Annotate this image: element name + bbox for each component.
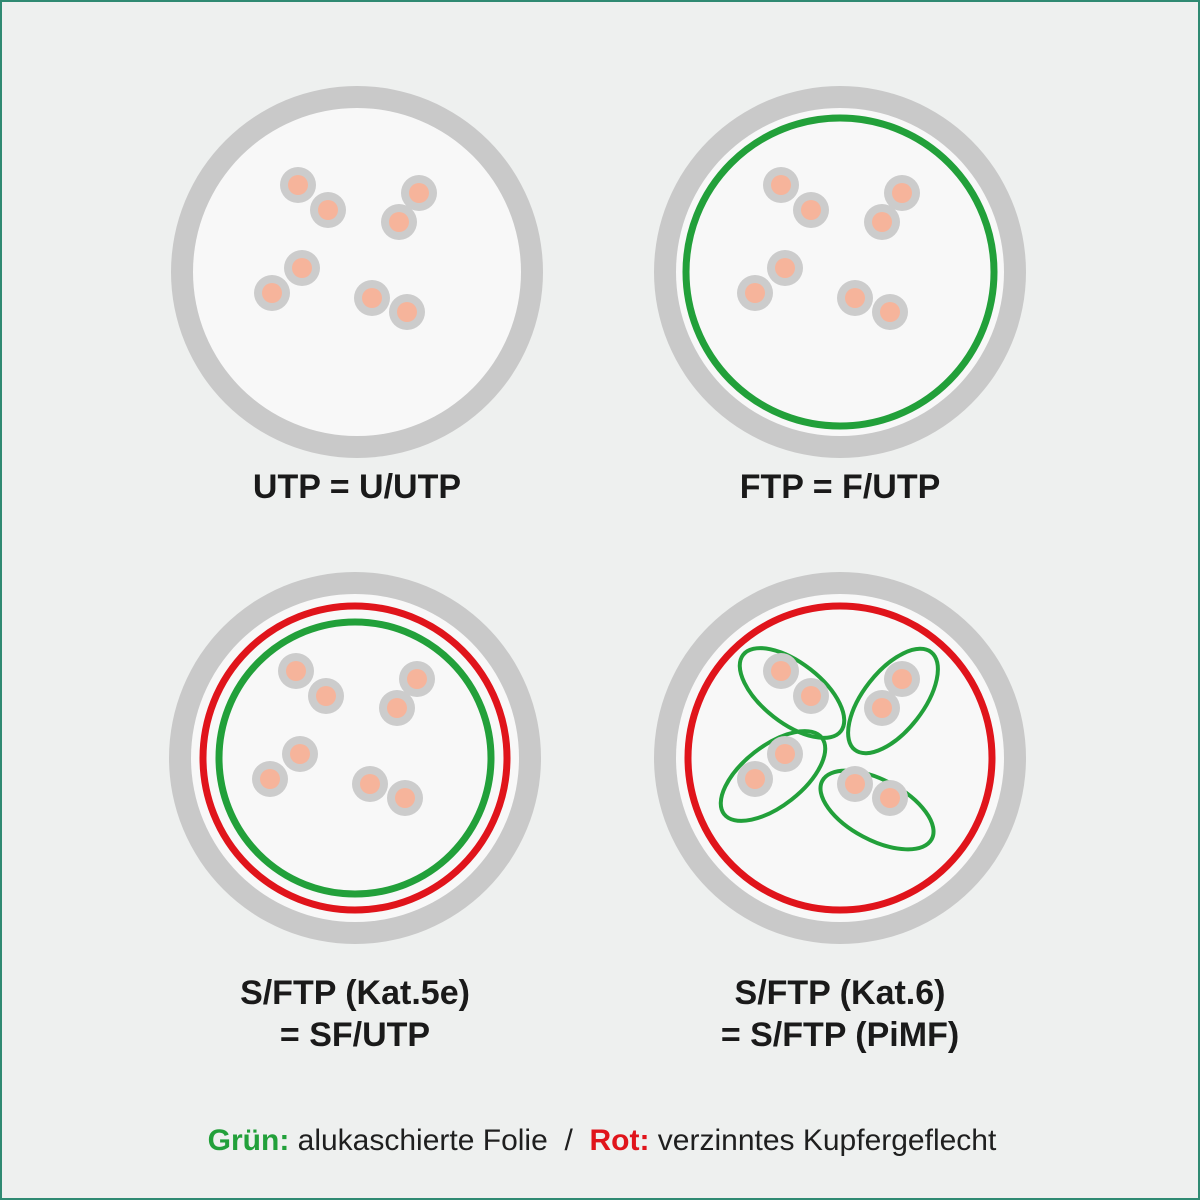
legend-red-key: Rot: <box>589 1124 649 1157</box>
cable-label-sftp-kat5e-1: S/FTP (Kat.5e) <box>240 974 470 1012</box>
wire-conductor <box>286 661 306 681</box>
cable-interior <box>676 108 1004 436</box>
wire-conductor <box>801 686 821 706</box>
cable-label-sftp-kat6-2: = S/FTP (PiMF) <box>721 1016 959 1054</box>
cable-sftp-kat5e: S/FTP (Kat.5e) = SF/UTP <box>169 572 541 1054</box>
cable-label-sftp-kat5e-2: = SF/UTP <box>280 1016 430 1054</box>
wire-conductor <box>775 744 795 764</box>
wire-conductor <box>845 774 865 794</box>
wire-conductor <box>288 175 308 195</box>
braid-shield <box>199 602 511 914</box>
legend-green-key: Grün: <box>208 1124 290 1157</box>
legend-separator: / <box>548 1124 590 1157</box>
wire-conductor <box>409 183 429 203</box>
wire-conductor <box>880 302 900 322</box>
cable-label-ftp-1: FTP = F/UTP <box>740 468 941 506</box>
pair-foil-2 <box>846 646 940 756</box>
pair-foil-1 <box>737 646 847 740</box>
wire-conductor <box>318 200 338 220</box>
wire-conductor <box>290 744 310 764</box>
wire-conductor <box>745 769 765 789</box>
cable-label-sftp-kat6-1: S/FTP (Kat.6) <box>735 974 946 1012</box>
wire-conductor <box>872 698 892 718</box>
wire-conductor <box>316 686 336 706</box>
pair-foil-3 <box>718 729 828 823</box>
wire-conductor <box>771 661 791 681</box>
wire-conductor <box>801 200 821 220</box>
wire-conductor <box>745 283 765 303</box>
legend-red-text: verzinntes Kupfergeflecht <box>649 1124 997 1157</box>
wire-conductor <box>362 288 382 308</box>
wire-conductor <box>845 288 865 308</box>
cable-interior <box>193 108 521 436</box>
foil-shield <box>682 114 998 430</box>
wire-conductor <box>360 774 380 794</box>
wire-conductor <box>387 698 407 718</box>
wire-conductor <box>389 212 409 232</box>
cable-label-utp-1: UTP = U/UTP <box>253 468 461 506</box>
cables-layer: UTP = U/UTP FTP = F/UTP S/FTP (Kat.5e) = SF… <box>169 86 1026 1054</box>
cable-utp: UTP = U/UTP <box>171 86 543 506</box>
wire-conductor <box>771 175 791 195</box>
cable-sftp-kat6: S/FTP (Kat.6) = S/FTP (PiMF) <box>654 572 1026 1054</box>
cable-interior <box>191 594 519 922</box>
wire-conductor <box>262 283 282 303</box>
wire-conductor <box>292 258 312 278</box>
wire-conductor <box>407 669 427 689</box>
cable-ftp: FTP = F/UTP <box>654 86 1026 506</box>
wire-conductor <box>395 788 415 808</box>
legend: Grün: alukaschierte Folie / Rot: verzinn… <box>208 1124 997 1157</box>
braid-shield <box>684 602 996 914</box>
foil-shield <box>215 618 495 898</box>
wire-conductor <box>775 258 795 278</box>
cable-interior <box>676 594 1004 922</box>
wire-conductor <box>872 212 892 232</box>
wire-conductor <box>260 769 280 789</box>
wire-conductor <box>892 669 912 689</box>
wire-conductor <box>892 183 912 203</box>
legend-green-text: alukaschierte Folie <box>289 1124 547 1157</box>
wire-conductor <box>397 302 417 322</box>
wire-conductor <box>880 788 900 808</box>
